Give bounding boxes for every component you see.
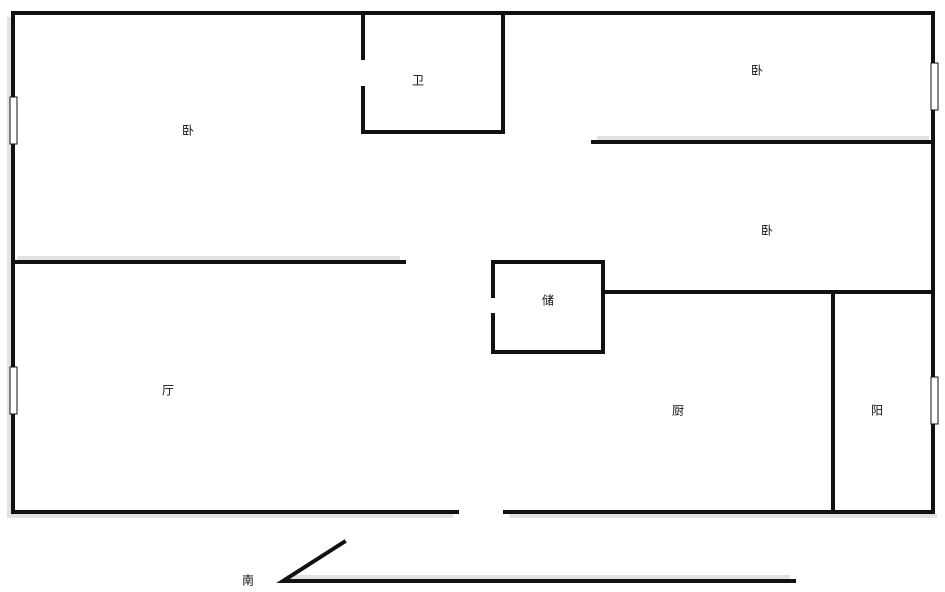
room-label-bedroom: 卧 [760, 223, 774, 238]
room-label-balcony: 阳 [870, 403, 884, 418]
storage-wall [491, 260, 605, 354]
walls [11, 11, 935, 514]
room-label-bedroom: 卧 [750, 63, 764, 78]
outer-wall [11, 11, 935, 514]
compass-indicator [276, 539, 796, 583]
window-right-bottom [930, 376, 939, 425]
window-right-top [930, 62, 939, 111]
compass-label: 南 [241, 573, 255, 588]
window-left-top [9, 96, 18, 145]
room-label-bathroom: 卫 [411, 73, 425, 88]
room-label-kitchen: 厨 [671, 403, 685, 418]
room-label-living-room: 厅 [161, 383, 175, 398]
bathroom-wall [361, 11, 505, 134]
window-left-bottom [9, 366, 18, 415]
windows [9, 62, 939, 425]
room-label-storage: 储 [541, 293, 555, 308]
wall-shadows [7, 17, 937, 579]
room-label-bedroom: 卧 [181, 123, 195, 138]
